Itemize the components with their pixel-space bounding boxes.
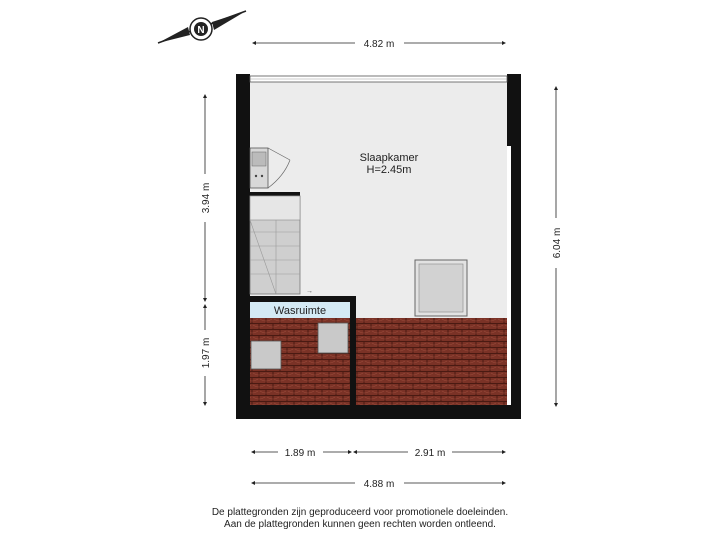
room-height-slaapkamer: H=2.45m (367, 164, 412, 176)
svg-text:1.97 m: 1.97 m (201, 338, 212, 369)
dimension-top: 4.82 m (252, 39, 506, 50)
window-top (249, 75, 508, 83)
wasruimte-band (250, 302, 350, 318)
room-label-slaapkamer: Slaapkamer (360, 152, 419, 164)
svg-text:4.88 m: 4.88 m (364, 479, 395, 490)
disclaimer-line-1: De plattegronden zijn geproduceerd voor … (211, 507, 509, 518)
svg-text:3.94 m: 3.94 m (201, 183, 212, 214)
roof-tiles-right (353, 318, 507, 405)
staircase (249, 195, 301, 295)
skylight (414, 259, 468, 317)
svg-text:4.82 m: 4.82 m (364, 39, 395, 50)
dimension-left-upper: 3.94 m (201, 94, 212, 302)
svg-text:6.04 m: 6.04 m (552, 228, 563, 259)
disclaimer-line-2: Aan de plattegronden kunnen geen rechten… (224, 519, 496, 530)
dimension-bottom-total: 4.88 m (251, 479, 506, 490)
svg-text:2.91 m: 2.91 m (415, 448, 446, 459)
dimension-right: 6.04 m (552, 86, 563, 407)
dimension-left-lower: 1.97 m (201, 304, 212, 406)
svg-text:1.89 m: 1.89 m (285, 448, 316, 459)
cabinet (249, 147, 291, 189)
washing-machine (250, 340, 282, 370)
compass-letter: N (197, 25, 204, 36)
compass-north-icon: N (157, 10, 247, 44)
dryer (317, 322, 349, 354)
walls (236, 74, 521, 419)
stair-arrow-icon: → (306, 288, 313, 295)
room-label-wasruimte: Wasruimte (274, 305, 326, 317)
dimension-bottom-left: 1.89 m (251, 448, 352, 459)
dimension-bottom-right: 2.91 m (353, 448, 506, 459)
